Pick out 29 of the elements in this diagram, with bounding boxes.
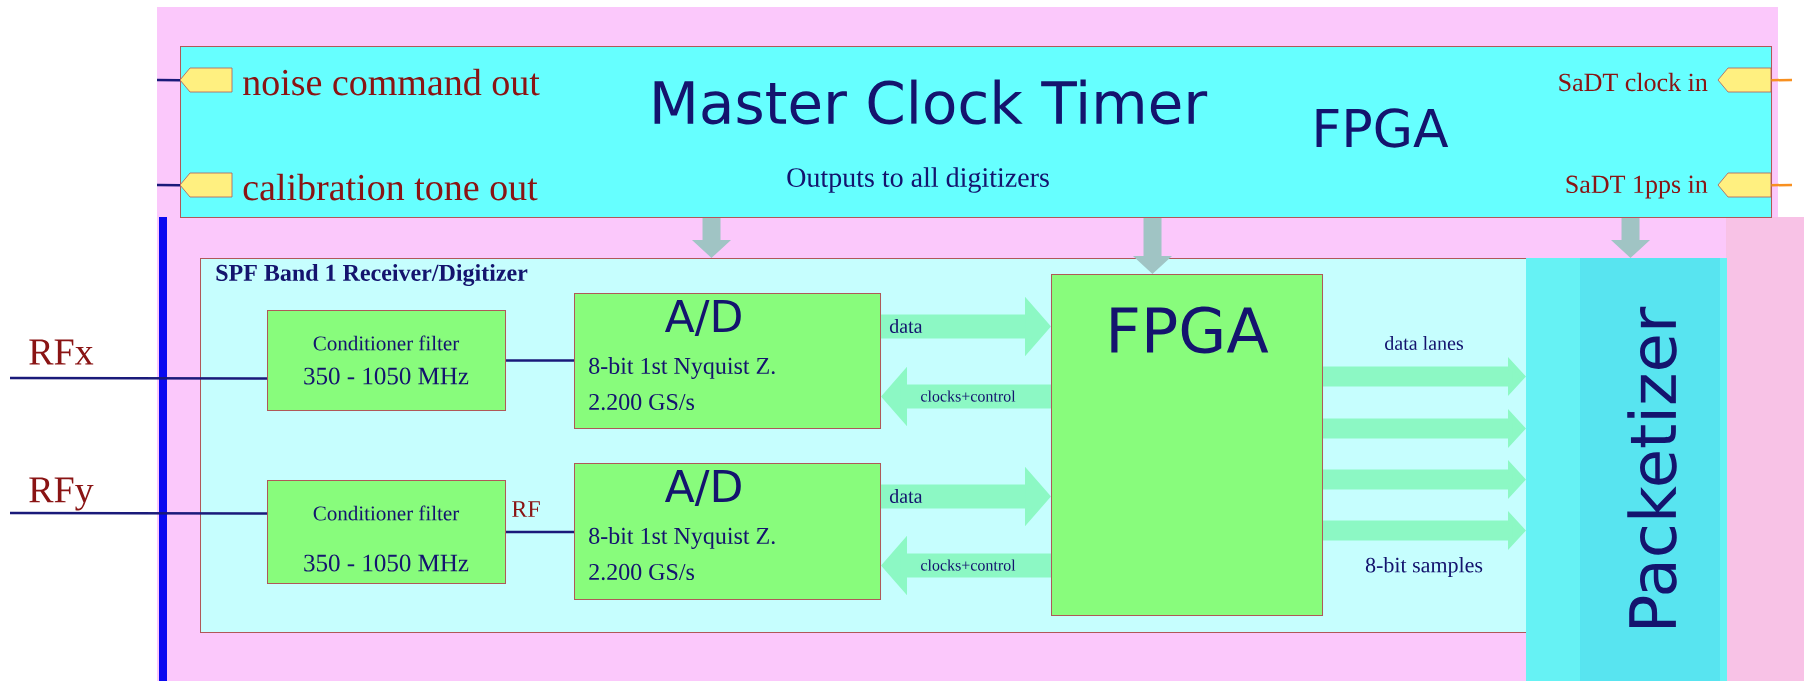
signal-label: RFy <box>29 477 94 511</box>
bus-label: data lanes <box>1385 335 1463 351</box>
signal-label: RFx <box>29 339 94 365</box>
connector-line <box>506 359 574 362</box>
port-label: noise command out <box>243 68 540 96</box>
connector-line <box>157 78 181 82</box>
connector-line <box>157 183 181 187</box>
edge-label: clocks+control <box>919 558 1017 572</box>
port-connector <box>179 172 233 198</box>
filter-box: Conditioner filter 350 - 1050 MHz <box>267 310 506 411</box>
edge-label: clocks+control <box>919 389 1017 403</box>
port-label: SaDT 1pps in <box>1566 175 1708 199</box>
port-label: SaDT clock in <box>1559 72 1708 92</box>
connector-line <box>10 376 267 380</box>
connector-line <box>1771 78 1793 82</box>
filter-box: Conditioner filter 350 - 1050 MHz <box>267 480 506 584</box>
edge-label: RF <box>512 501 540 517</box>
port-connector <box>1717 67 1772 93</box>
port-label: calibration tone out <box>243 173 538 201</box>
converter-box: A/D 8-bit 1st Nyquist Z. 2.200 GS/s <box>574 293 881 429</box>
connector-line <box>506 530 574 534</box>
connector-line <box>10 511 267 515</box>
packetizer-box: Packetizer <box>1526 258 1727 681</box>
converter-box: A/D 8-bit 1st Nyquist Z. 2.200 GS/s <box>574 463 881 600</box>
port-connector <box>179 67 233 93</box>
connector-line <box>1771 183 1793 187</box>
fpga-box: FPGA <box>1051 274 1323 616</box>
port-connector <box>1717 172 1772 198</box>
bus-label: 8-bit samples <box>1365 557 1483 577</box>
